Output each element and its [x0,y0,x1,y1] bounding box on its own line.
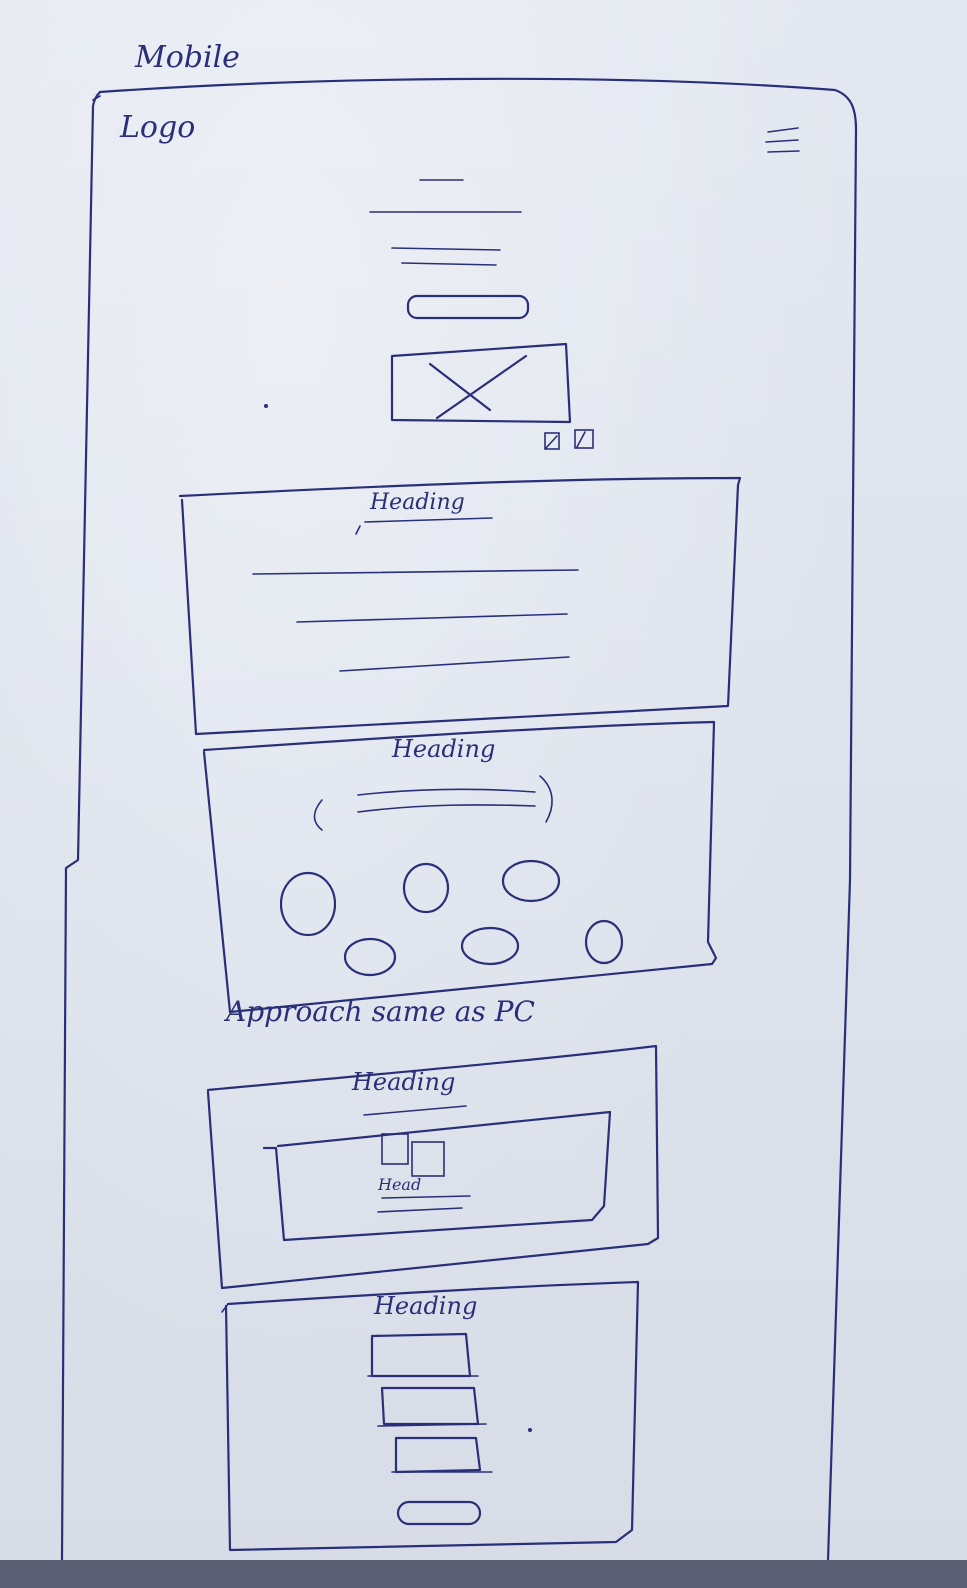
hero-button[interactable] [406,294,530,320]
stray-dot [528,1428,532,1432]
list-item[interactable] [394,1436,482,1474]
list-item[interactable] [380,1386,480,1426]
carousel-dots-icon[interactable] [544,429,594,450]
section-3-box [206,1044,660,1290]
section-1-heading: Heading [370,490,465,515]
circle-item[interactable] [460,926,520,966]
phone-frame [60,77,858,1562]
page-title: Mobile [135,40,240,75]
section-2-box [202,720,718,1014]
list-item[interactable] [370,1332,472,1378]
section-2-heading: Heading [392,735,496,763]
section-4-button[interactable] [396,1500,482,1526]
section-2-circles [279,859,624,977]
approach-note: Approach same as PC [226,995,535,1028]
circle-item[interactable] [402,862,450,914]
section-4-list [367,1332,532,1474]
bottom-edge-shadow [0,1560,967,1588]
circle-item[interactable] [501,859,561,903]
section-4-box [221,1280,640,1552]
section-1-box [178,476,742,736]
image-placeholder-icon [390,342,572,424]
stray-dot [264,404,268,408]
circle-item[interactable] [343,937,397,977]
hero-text-lines [369,179,522,266]
circle-item[interactable] [584,919,624,965]
circle-item[interactable] [279,871,337,937]
section-3-card-label: Head [378,1175,422,1194]
logo[interactable]: Logo [120,110,196,145]
section-4-heading: Heading [374,1292,478,1320]
hamburger-menu-icon[interactable] [765,127,800,153]
